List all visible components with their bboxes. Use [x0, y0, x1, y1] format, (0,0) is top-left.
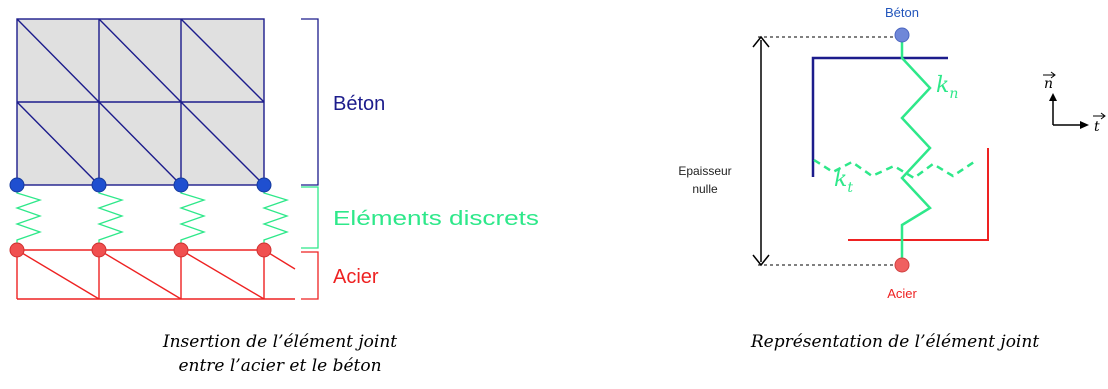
node-concrete-1: [9, 177, 25, 193]
label-top-beton: Béton: [885, 5, 919, 20]
left-caption: Insertion de l’élément joint entre l’aci…: [110, 330, 450, 378]
concrete-plate: [811, 56, 948, 177]
node-acier: [894, 257, 910, 273]
concrete-nodes: [9, 177, 272, 193]
tangential-spring: [813, 158, 978, 180]
steel-bracket: [301, 251, 319, 300]
concrete-mesh-lines: [16, 18, 265, 186]
discrete-springs: [15, 186, 290, 250]
concrete-mesh: [16, 18, 265, 186]
right-caption: Représentation de l’élément joint: [690, 330, 1100, 354]
left-caption-line1: Insertion de l’élément joint: [162, 332, 398, 352]
axes-icon: n t: [1043, 71, 1106, 135]
axis-t-label: t: [1094, 119, 1100, 135]
node-concrete-4: [256, 177, 272, 193]
label-kn: kn: [936, 73, 958, 102]
dimension-arrow-head-top: [752, 35, 770, 48]
label-thickness-line1: Epaisseur: [678, 164, 731, 178]
right-figure: Béton Epaisseur nulle kn kt Acier: [678, 5, 1106, 301]
right-caption-line1: Représentation de l’élément joint: [750, 332, 1040, 352]
steel-nodes: [9, 242, 272, 258]
spring-4: [262, 186, 290, 250]
axis-t-vector-tip: [1100, 112, 1106, 120]
spring-1: [15, 186, 43, 250]
spring-2: [97, 186, 125, 250]
node-concrete-2: [91, 177, 107, 193]
label-discrete-elements: Eléments discrets: [333, 208, 539, 230]
node-steel-4: [256, 242, 272, 258]
left-caption-line2: entre l’acier et le béton: [178, 356, 382, 376]
steel-plate: [848, 148, 989, 241]
label-acier: Acier: [333, 266, 379, 288]
label-bottom-acier: Acier: [887, 286, 917, 301]
left-figure: Béton Eléments discrets Acier: [9, 18, 539, 300]
axis-n-label: n: [1044, 76, 1053, 92]
discrete-bracket: [301, 186, 319, 249]
dimension-arrow-head-bottom: [752, 254, 770, 267]
steel-mesh: [16, 249, 296, 300]
node-beton: [894, 27, 910, 43]
node-steel-2: [91, 242, 107, 258]
label-beton: Béton: [333, 93, 385, 115]
label-thickness-line2: nulle: [692, 182, 718, 196]
node-concrete-3: [173, 177, 189, 193]
axis-t-arrowhead: [1080, 121, 1089, 129]
axis-n-vector-tip: [1050, 71, 1056, 79]
concrete-bracket: [301, 18, 319, 186]
axis-n-arrowhead: [1049, 93, 1057, 101]
label-kt: kt: [834, 167, 853, 196]
node-steel-1: [9, 242, 25, 258]
node-steel-3: [173, 242, 189, 258]
spring-3: [179, 186, 207, 250]
normal-spring: [900, 41, 932, 262]
